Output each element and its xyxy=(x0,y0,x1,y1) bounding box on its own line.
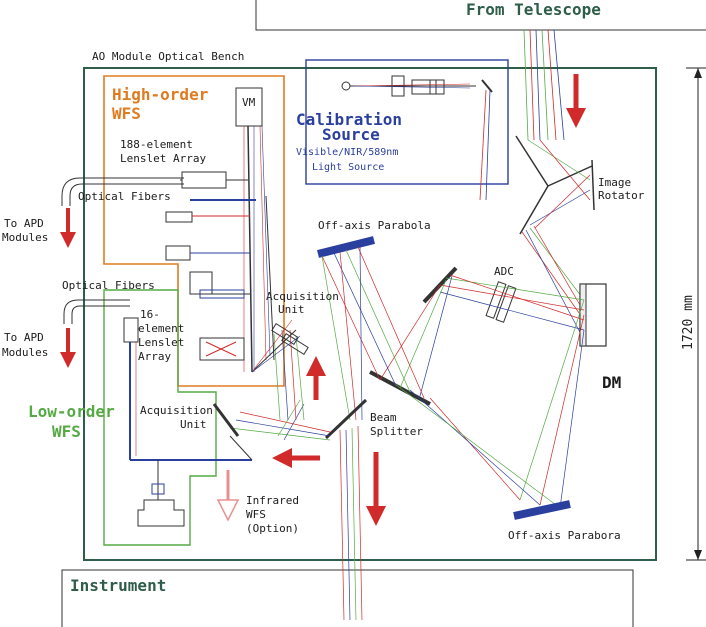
low-order-title-1: Low-order xyxy=(28,402,115,421)
calibration-sub-2: Light Source xyxy=(312,162,384,173)
infrared-label-1: Infrared xyxy=(246,494,299,507)
low-fibers-label: Optical Fibers xyxy=(62,279,155,292)
infrared-arrow-head xyxy=(216,499,240,522)
adc-label: ADC xyxy=(494,265,514,278)
telescope-frame xyxy=(255,0,706,31)
dimension-label: 1720 mm xyxy=(681,295,696,350)
high-order-fibers-inner xyxy=(69,183,184,206)
image-rotator-label-2: Rotator xyxy=(598,189,645,202)
bench-frame xyxy=(83,67,657,561)
calibration-title-2: Source xyxy=(322,125,380,144)
incoming-beam xyxy=(523,29,565,141)
high-order-optics xyxy=(165,87,301,373)
vm-label: VM xyxy=(242,96,256,109)
bench-title: AO Module Optical Bench xyxy=(92,50,244,63)
adc xyxy=(485,281,517,323)
lenslet-16-label-1: 16- xyxy=(140,308,160,321)
high-order-title-2: WFS xyxy=(112,104,141,123)
from-telescope-label: From Telescope xyxy=(466,0,601,19)
lowacq-beams xyxy=(229,399,331,441)
rotator-to-dm-beams xyxy=(521,225,585,341)
dm-adc-beams xyxy=(379,274,585,509)
beam-splitter-label-1: Beam xyxy=(370,411,397,424)
to-apd-top-1: To APD xyxy=(4,217,44,230)
oap-top-label: Off-axis Parabola xyxy=(318,219,431,232)
low-order-fibers xyxy=(63,299,130,324)
low-order-wfs-frame xyxy=(103,289,217,546)
oap-bottom-label: Off-axis Parabora xyxy=(508,529,621,542)
image-rotator-label-1: Image xyxy=(598,176,631,189)
infrared-label-3: (Option) xyxy=(246,522,299,535)
low-acq-label-2: Unit xyxy=(180,418,207,431)
off-axis-parabola-top xyxy=(317,236,375,258)
calibration-frame xyxy=(305,59,509,185)
off-axis-parabola-bottom xyxy=(513,500,571,520)
deformable-mirror xyxy=(579,283,607,347)
to-apd-top-2: Modules xyxy=(2,231,48,244)
lenslet-16-label-4: Array xyxy=(138,350,171,363)
instrument-frame xyxy=(61,569,634,627)
low-order-fibers-inner xyxy=(71,305,130,324)
high-acq-label-2: Unit xyxy=(278,303,305,316)
lenslet-16-label-3: Lenslet xyxy=(138,336,184,349)
lenslet-16-label-2: element xyxy=(138,322,184,335)
to-apd-bottom-2: Modules xyxy=(2,346,48,359)
to-apd-bottom-1: To APD xyxy=(4,331,44,344)
lenslet-188-label-2: Lenslet Array xyxy=(120,152,206,165)
high-order-title-1: High-order xyxy=(112,85,208,104)
calibration-optics xyxy=(341,75,493,201)
image-rotator xyxy=(515,135,595,235)
dimension-marker: 1720 mm xyxy=(675,67,706,561)
high-acq-label-1: Acquisition xyxy=(266,290,339,303)
dm-label: DM xyxy=(602,373,621,392)
calibration-title-1: Calibration xyxy=(296,110,402,129)
high-fibers-label: Optical Fibers xyxy=(78,190,171,203)
high-order-fibers xyxy=(61,177,184,206)
beam-splitter-label-2: Splitter xyxy=(370,425,423,438)
oap-top-beams xyxy=(321,245,425,421)
high-acq-beams xyxy=(271,323,309,421)
infrared-label-2: WFS xyxy=(246,508,266,521)
low-order-title-2: WFS xyxy=(52,422,81,441)
calibration-sub-1: Visible/NIR/589nm xyxy=(296,147,398,158)
beam-splitter xyxy=(324,398,368,621)
low-order-optics xyxy=(123,317,253,527)
instrument-label: Instrument xyxy=(70,576,166,595)
lenslet-188-label-1: 188-element xyxy=(120,138,193,151)
low-acq-label-1: Acquisition xyxy=(140,404,213,417)
